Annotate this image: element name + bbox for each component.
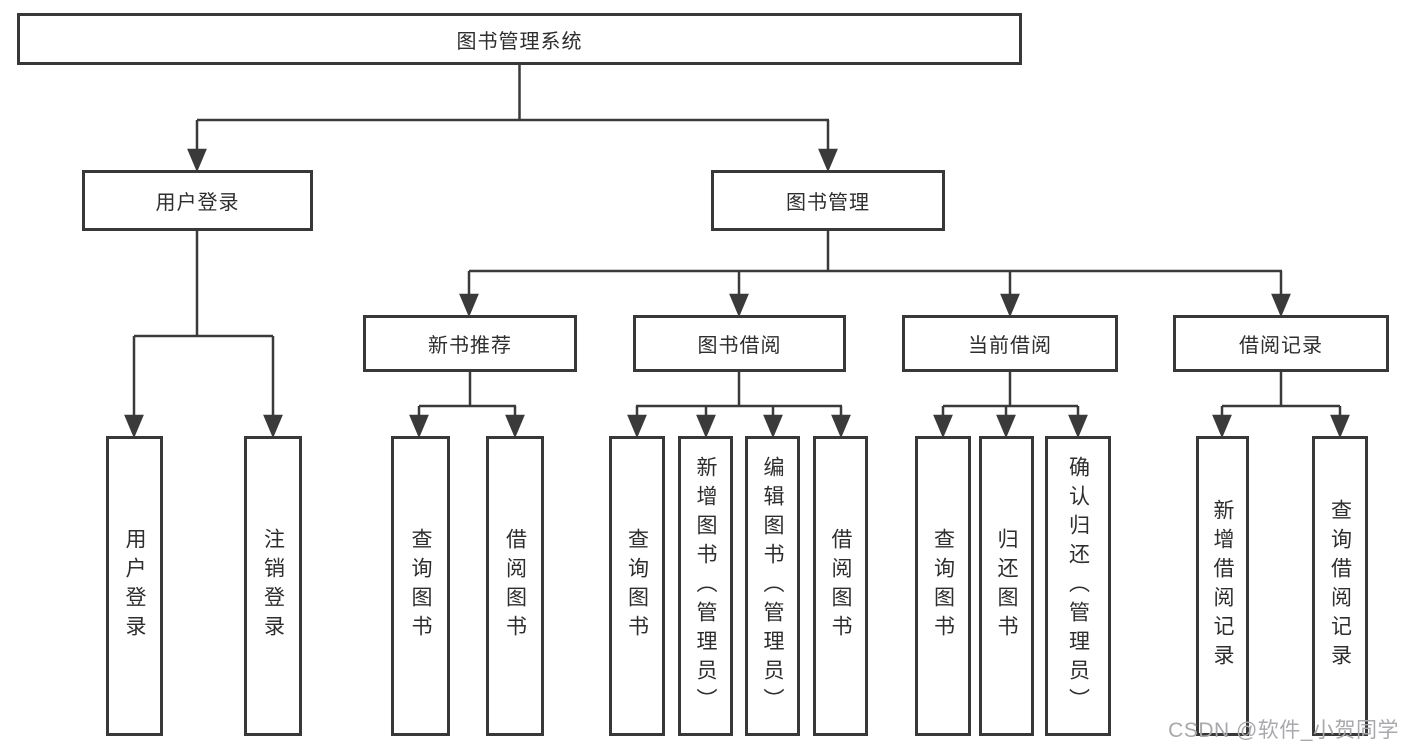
leaf-query-books-borrowing: 查询图书 <box>609 436 665 736</box>
leaf-borrow-books-recommend: 借阅图书 <box>486 436 544 736</box>
connector-book-management-to-level3 <box>459 231 1291 318</box>
node-borrowing-records-label: 借阅记录 <box>1239 335 1323 357</box>
node-new-book-recommend: 新书推荐 <box>363 315 577 372</box>
node-book-management-label: 图书管理 <box>786 192 870 214</box>
connector-new-book-recommend-to-leaves <box>409 372 525 439</box>
leaf-query-books-borrowing-label: 查询图书 <box>625 528 649 644</box>
node-user-login: 用户登录 <box>82 170 313 231</box>
connector-current-borrowing-to-leaves <box>933 372 1088 439</box>
leaf-query-books-current-label: 查询图书 <box>931 528 955 644</box>
leaf-return-books-label: 归还图书 <box>995 528 1018 644</box>
node-user-login-label: 用户登录 <box>155 192 240 214</box>
node-library-system-label: 图书管理系统 <box>456 30 583 53</box>
leaf-logout-login-label: 注销登录 <box>261 528 285 644</box>
node-book-borrowing-label: 图书借阅 <box>697 335 782 357</box>
leaf-query-borrow-record-label: 查询借阅记录 <box>1328 499 1352 673</box>
leaf-user-login-label: 用户登录 <box>123 528 146 644</box>
leaf-add-books-admin: 新增图书（管理员） <box>678 436 733 736</box>
node-borrowing-records: 借阅记录 <box>1173 315 1389 372</box>
node-current-borrowing-label: 当前借阅 <box>968 335 1052 357</box>
leaf-borrow-books-borrowing: 借阅图书 <box>813 436 868 736</box>
leaf-confirm-return-admin: 确认归还（管理员） <box>1045 436 1111 736</box>
leaf-query-books-recommend-label: 查询图书 <box>409 528 432 644</box>
leaf-borrow-books-borrowing-label: 借阅图书 <box>829 528 852 644</box>
leaf-add-books-admin-label: 新增图书（管理员） <box>694 455 717 717</box>
node-book-management: 图书管理 <box>711 170 945 231</box>
connector-user-login-to-leaves <box>124 231 283 439</box>
node-book-borrowing: 图书借阅 <box>633 315 846 372</box>
connector-root-to-level2 <box>187 64 838 173</box>
node-new-book-recommend-label: 新书推荐 <box>428 335 512 357</box>
leaf-confirm-return-admin-label: 确认归还（管理员） <box>1066 455 1090 717</box>
leaf-edit-books-admin: 编辑图书（管理员） <box>745 436 800 736</box>
node-library-system: 图书管理系统 <box>17 13 1022 65</box>
leaf-add-borrow-record: 新增借阅记录 <box>1196 436 1249 736</box>
leaf-borrow-books-recommend-label: 借阅图书 <box>503 528 527 644</box>
node-current-borrowing: 当前借阅 <box>902 315 1118 372</box>
connector-book-borrowing-to-leaves <box>627 372 851 439</box>
leaf-edit-books-admin-label: 编辑图书（管理员） <box>761 455 784 717</box>
leaf-query-books-recommend: 查询图书 <box>391 436 450 736</box>
leaf-return-books: 归还图书 <box>979 436 1034 736</box>
connector-borrowing-records-to-leaves <box>1212 372 1350 439</box>
watermark: CSDN @软件_小贺同学 <box>1168 719 1399 742</box>
leaf-query-borrow-record: 查询借阅记录 <box>1312 436 1368 736</box>
leaf-add-borrow-record-label: 新增借阅记录 <box>1211 499 1234 673</box>
leaf-query-books-current: 查询图书 <box>915 436 971 736</box>
leaf-logout-login: 注销登录 <box>244 436 302 736</box>
leaf-user-login: 用户登录 <box>106 436 163 736</box>
